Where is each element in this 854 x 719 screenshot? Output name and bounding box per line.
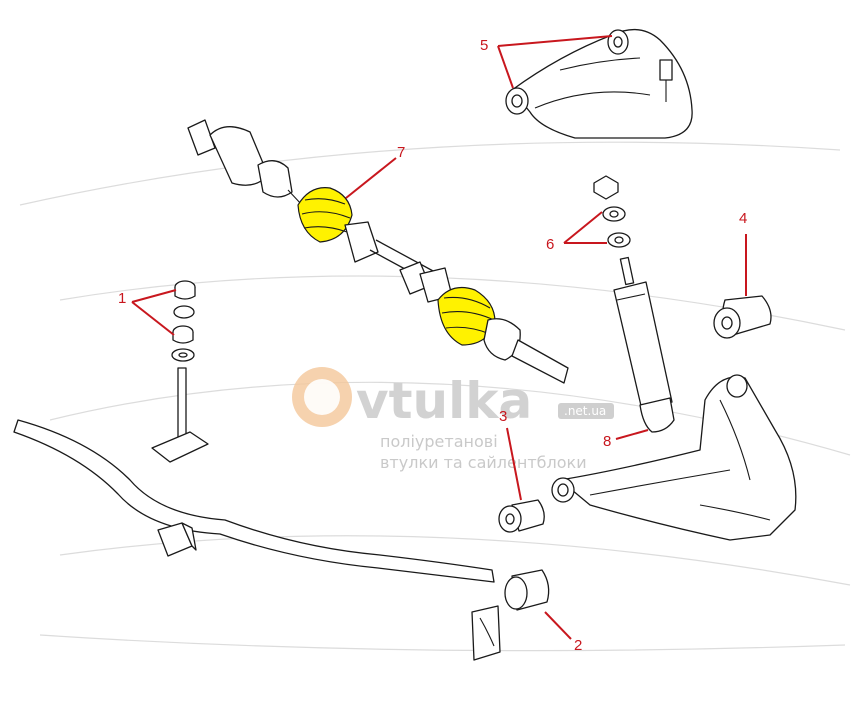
callout-6: 6 [546, 236, 554, 253]
watermark-line-2: втулки та сайлентблоки [380, 453, 587, 472]
inner-cv-boot [297, 187, 353, 243]
lower-control-arm [551, 374, 797, 541]
drive-shaft [187, 119, 569, 384]
stabilizer-bar [13, 419, 495, 583]
callout-7: 7 [397, 144, 405, 161]
stabilizer-link [151, 280, 209, 463]
watermark-suffix: .net.ua [564, 404, 606, 418]
callout-leaders [131, 35, 747, 640]
callout-2: 2 [574, 637, 582, 654]
watermark: vtulka .net.ua поліуретанові втулки та с… [292, 367, 614, 472]
bushing-4 [713, 295, 772, 339]
upper-control-arm [505, 28, 693, 139]
bushing-2 [471, 569, 550, 661]
callout-3: 3 [499, 408, 507, 425]
watermark-brand: vtulka [356, 372, 532, 430]
callout-1: 1 [118, 290, 126, 307]
bushing-3 [498, 499, 545, 533]
callout-8: 8 [603, 433, 611, 450]
callout-5: 5 [480, 37, 488, 54]
callout-labels: 1 2 3 4 5 6 7 8 [118, 37, 747, 654]
shock-absorber [593, 175, 675, 433]
callout-4: 4 [739, 210, 747, 227]
watermark-line-1: поліуретанові [380, 432, 498, 451]
